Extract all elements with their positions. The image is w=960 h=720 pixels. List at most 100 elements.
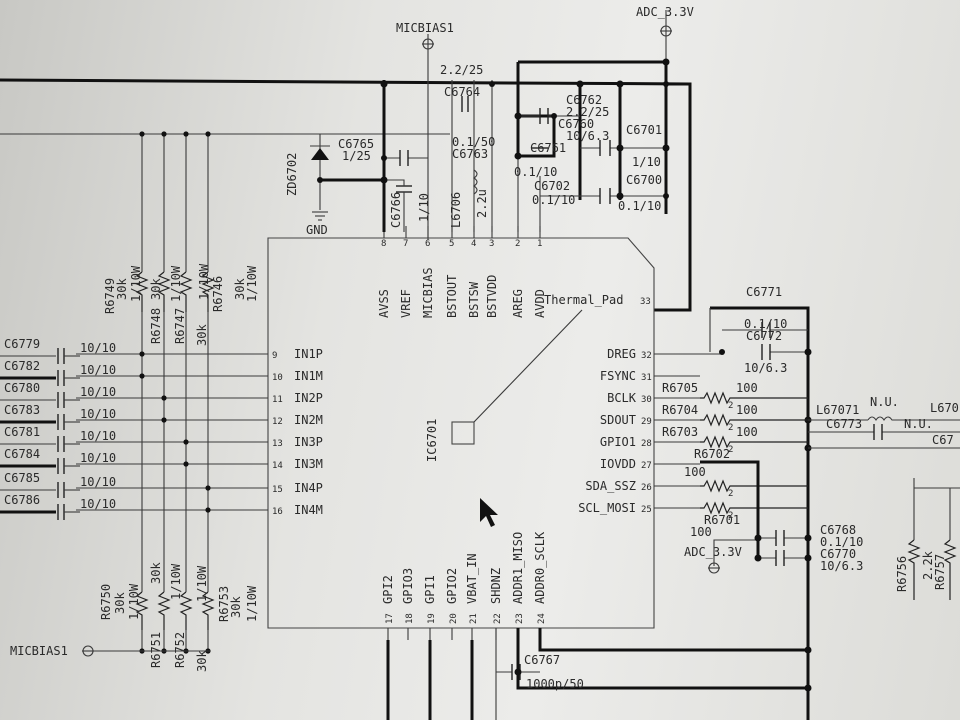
cap-ref-C6784: C6784 xyxy=(4,447,40,461)
c6761-value: 0.1/10 xyxy=(514,165,557,179)
top-junctions xyxy=(317,58,670,200)
res-power-R6747: 1/10W xyxy=(197,263,211,300)
l6706-value: 2.2u xyxy=(475,189,489,218)
res-power-R6746: 1/10W xyxy=(245,265,259,302)
bias-top-junction-4 xyxy=(205,131,211,137)
pin-2-name: AREG xyxy=(511,289,525,318)
capacitor-c6770: C6770 10/6.3 xyxy=(758,547,863,573)
cap-ref-C6781: C6781 xyxy=(4,425,40,439)
c6760-value: 10/6.3 xyxy=(566,129,609,143)
bias-junction-4-1 xyxy=(205,485,211,491)
series-pin-R6704: 2 xyxy=(728,423,733,433)
cap-value-C6786: 10/10 xyxy=(80,497,116,511)
pin-4-number: 4 xyxy=(471,239,476,249)
cap-value-C6783: 10/10 xyxy=(80,407,116,421)
pin-19-number: 19 xyxy=(427,613,437,624)
zd6702-label: ZD6702 xyxy=(285,153,299,196)
c6700-value: 0.1/10 xyxy=(618,199,661,213)
edge-ref-2: C67 xyxy=(932,433,954,447)
res-ref-R6751: R6751 xyxy=(149,632,163,668)
pin-25-name: SCL_MOSI xyxy=(578,501,636,515)
capacitor-c6764: C6764 0.1/50 xyxy=(444,85,495,149)
pin-29-number: 29 xyxy=(641,417,652,427)
res-power-R6752: 1/10W xyxy=(195,565,209,602)
capacitor-c6771: C6771 0.1/10 xyxy=(722,285,808,338)
iovdd-junction-1 xyxy=(754,534,762,542)
c6761-ref: C6761 xyxy=(530,141,566,155)
dreg-junction xyxy=(719,349,725,355)
gnd-label: GND xyxy=(306,223,328,237)
gnd-junction-5 xyxy=(804,554,812,562)
series-ref-R6704: R6704 xyxy=(662,403,698,417)
pin-17-number: 17 xyxy=(385,613,395,624)
cap-ref-C6779: C6779 xyxy=(4,337,40,351)
iovdd-junction-2 xyxy=(754,554,762,562)
pin-2-number: 2 xyxy=(515,239,520,249)
r6756-ref: R6756 xyxy=(895,556,909,592)
pin-13-name: IN3P xyxy=(294,435,323,449)
pin-5-number: 5 xyxy=(449,239,454,249)
c6768-ref: C6768 xyxy=(820,523,856,537)
res-power-R6751: 1/10W xyxy=(169,563,183,600)
bias-junction-1-1 xyxy=(139,351,145,357)
c6701-value: 1/10 xyxy=(632,155,661,169)
res-ref-R6747: R6747 xyxy=(173,308,187,344)
res-ref-R6748: R6748 xyxy=(149,308,163,344)
cap-ref-C6780: C6780 xyxy=(4,381,40,395)
c6700-ref: C6700 xyxy=(626,173,662,187)
thermal-pad-rail xyxy=(654,82,692,312)
resistor-bottom-3 xyxy=(179,591,193,630)
gnd-junction-4 xyxy=(804,534,812,542)
c6764-value: 0.1/50 xyxy=(452,135,495,149)
res-value-R6753: 30k xyxy=(229,596,243,618)
pin-28-name: GPIO1 xyxy=(600,435,636,449)
capacitor-c6768: C6768 0.1/10 xyxy=(758,523,863,549)
ic-reference: IC6701 xyxy=(425,419,439,462)
series-pin-R6705: 2 xyxy=(728,401,733,411)
bias-junction-2-1 xyxy=(161,395,167,401)
thermal-pad-pin-number: 33 xyxy=(640,297,651,307)
pin-5-name: BSTOUT xyxy=(445,275,459,318)
series-R6702 xyxy=(700,479,808,493)
series-pin-R6701: 2 xyxy=(728,511,733,521)
pin-8-number: 8 xyxy=(381,239,386,249)
l6707-ref: L67071 xyxy=(816,403,859,417)
resistor-top-1 xyxy=(135,271,149,312)
pin-7-name: VREF xyxy=(399,289,413,318)
res-power-R6748: 1/10W xyxy=(169,265,183,302)
pin-23-number: 23 xyxy=(515,613,525,624)
pin-15-name: IN4P xyxy=(294,481,323,495)
pin-30-name: BCLK xyxy=(607,391,637,405)
c6701-ref: C6701 xyxy=(626,123,662,137)
capacitor-c6762: C6762 2.2/25 C6760 10/6.3 xyxy=(539,93,609,143)
c6762-value: 2.2/25 xyxy=(566,105,609,119)
pin-24-name: ADDR0_SCLK xyxy=(533,531,547,604)
series-value-R6705: 100 xyxy=(736,381,758,395)
inductor-l6707: L67071 N.U. L670 xyxy=(808,395,960,421)
c6773-ref: C6773 xyxy=(826,417,862,431)
res-value-R6749: 30k xyxy=(115,278,129,300)
res-ref-R6749: R6749 xyxy=(103,278,117,314)
pin-23-name: ADDR1_MISO xyxy=(511,532,525,604)
bias-top-junction-3 xyxy=(183,131,189,137)
pin-29-name: SDOUT xyxy=(600,413,636,427)
c6770-value: 10/6.3 xyxy=(820,559,863,573)
series-value-R6701: 100 xyxy=(690,525,712,539)
capacitor-c6765: C6765 1/25 xyxy=(338,137,409,166)
ic-body xyxy=(267,237,655,629)
c6770-ref: C6770 xyxy=(820,547,856,561)
c6764-ref: C6764 xyxy=(444,85,480,99)
pin-32-number: 32 xyxy=(641,351,652,361)
bottom-pins: 17GPI218GPIO319GPI120GPIO221VBAT_IN22SHD… xyxy=(381,531,547,640)
pin-26-name: SDA_SSZ xyxy=(585,479,636,493)
res-ref-R6750: R6750 xyxy=(99,584,113,620)
pin-12-name: IN2M xyxy=(294,413,323,427)
pin-4-name: BSTSW xyxy=(467,281,481,318)
res-power-R6749: 1/10W xyxy=(129,265,143,302)
c6772-ref: C6772 xyxy=(746,329,782,343)
bulk-cap-value: 2.2/25 xyxy=(440,63,483,77)
c6766-ref: C6766 xyxy=(389,192,403,228)
addr0-bus xyxy=(538,628,808,652)
